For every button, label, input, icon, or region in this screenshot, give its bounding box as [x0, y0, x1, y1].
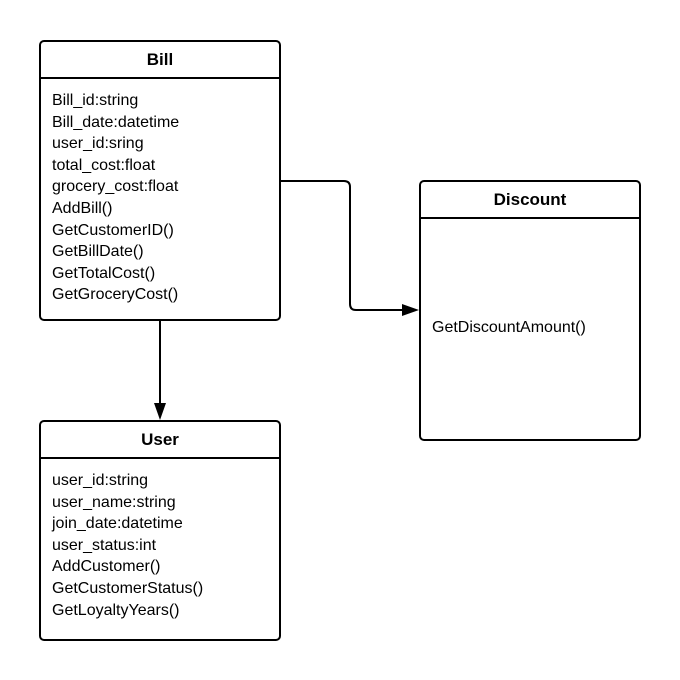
- user-member: join_date:datetime: [52, 515, 183, 533]
- user-class-title: User: [41, 422, 279, 459]
- bill-class-box[interactable]: Bill Bill_id:string Bill_date:datetime u…: [39, 40, 281, 321]
- bill-member: grocery_cost:float: [52, 178, 179, 196]
- bill-member: Bill_date:datetime: [52, 113, 180, 131]
- bill-method: GetCustomerID(): [52, 221, 174, 239]
- bill-to-user-arrowhead: [154, 403, 166, 420]
- user-member: user_status:int: [52, 536, 157, 554]
- bill-method: AddBill(): [52, 199, 113, 217]
- bill-to-discount-arrowhead: [402, 304, 419, 316]
- user-method: GetLoyaltyYears(): [52, 601, 180, 619]
- discount-class-title: Discount: [421, 182, 639, 219]
- bill-class-title: Bill: [41, 42, 279, 79]
- bill-class-members: Bill_id:string Bill_date:datetime user_i…: [41, 79, 279, 306]
- user-member: user_name:string: [52, 493, 176, 511]
- bill-method: GetTotalCost(): [52, 264, 156, 282]
- user-method: AddCustomer(): [52, 558, 161, 576]
- user-method: GetCustomerStatus(): [52, 579, 204, 597]
- discount-class-box[interactable]: Discount GetDiscountAmount(): [419, 180, 641, 441]
- user-member: user_id:string: [52, 472, 149, 489]
- user-class-box[interactable]: User user_id:string user_name:string joi…: [39, 420, 281, 641]
- bill-member: Bill_id:string: [52, 92, 139, 109]
- bill-member: user_id:sring: [52, 135, 144, 153]
- user-class-members: user_id:string user_name:string join_dat…: [41, 459, 279, 621]
- discount-class-members: GetDiscountAmount(): [421, 219, 639, 339]
- bill-method: GetGroceryCost(): [52, 286, 179, 304]
- bill-to-discount-connector: [281, 180, 403, 311]
- discount-method: GetDiscountAmount(): [432, 319, 586, 336]
- bill-member: total_cost:float: [52, 156, 156, 174]
- bill-method: GetBillDate(): [52, 243, 144, 261]
